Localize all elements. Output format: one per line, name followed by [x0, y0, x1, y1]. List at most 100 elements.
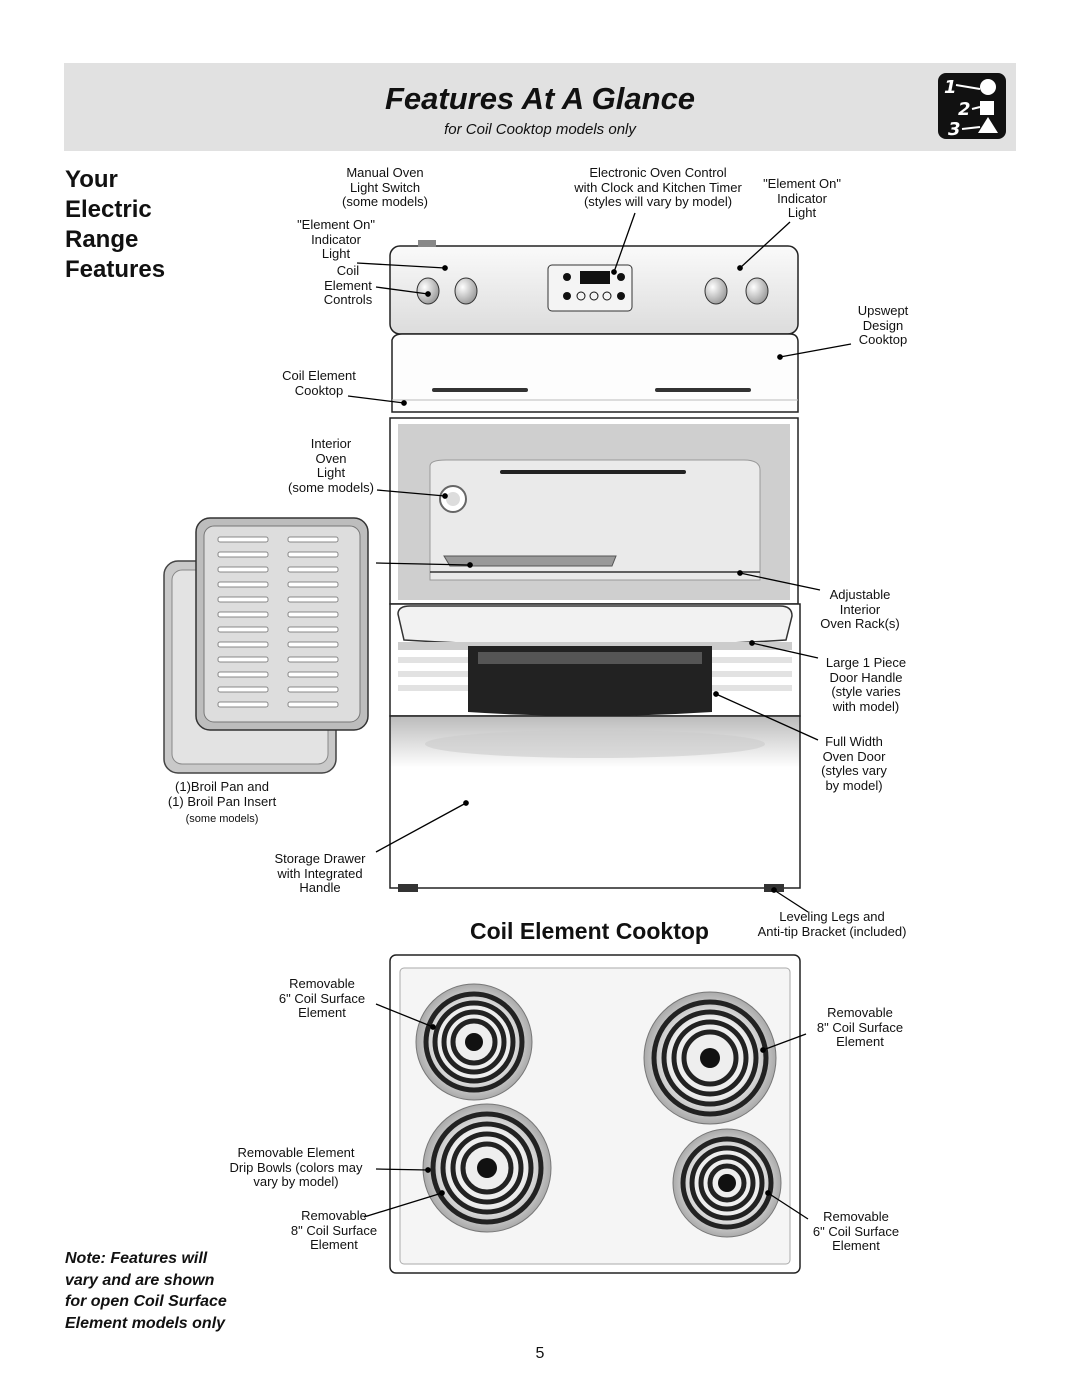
label-line: "Element On": [763, 176, 841, 191]
label-line: Coil Element: [282, 368, 356, 383]
label-line: Element: [836, 1034, 884, 1049]
label-line: Coil: [336, 263, 360, 278]
label-oven-door: Full Width Oven Door (styles vary by mod…: [812, 734, 896, 793]
label-line: Door Handle: [829, 669, 903, 685]
page-subtitle: for Coil Cooktop models only: [444, 121, 636, 138]
label-line: vary by model): [253, 1174, 339, 1189]
label-coil-element-controls: Coil Element Controls: [314, 263, 382, 308]
label-line: Interior: [310, 436, 352, 451]
coil-element-top-left: [415, 983, 533, 1101]
side-heading-line: Electric: [65, 196, 152, 223]
label-line: 6" Coil Surface: [278, 990, 366, 1006]
label-line: Removable: [823, 1209, 889, 1224]
oven-cavity: [389, 417, 799, 605]
label-top-right-element: Removable 8" Coil Surface Element: [806, 1005, 914, 1050]
label-line: with Integrated: [277, 865, 363, 881]
label-line: (some models): [342, 194, 428, 209]
label-interior-oven-light: Interior Oven Light (some models): [284, 436, 378, 495]
label-line: Removable: [289, 976, 355, 991]
side-heading-line: Your: [65, 166, 118, 193]
storage-drawer-art: [389, 715, 801, 892]
label-line: 8" Coil Surface: [290, 1222, 378, 1238]
label-element-on-left: "Element On" Indicator Light: [282, 217, 390, 262]
label-line: Large 1 Piece: [825, 655, 907, 670]
note-line: vary and are shown: [65, 1271, 215, 1289]
label-line: Element: [310, 1237, 358, 1252]
label-line: 8" Coil Surface: [816, 1019, 904, 1035]
label-line: Storage Drawer: [274, 851, 366, 866]
side-heading: Your Electric Range Features: [65, 165, 225, 285]
header-banner: Features At A Glance for Coil Cooktop mo…: [64, 63, 1016, 151]
label-line: Oven Rack(s): [820, 616, 900, 631]
steps-1-2-3-icon: 1 2 3: [938, 73, 1006, 139]
label-line: Handle: [299, 880, 341, 895]
label-line: Element: [832, 1238, 880, 1253]
burner-knobs: [416, 266, 769, 305]
note-line: Note: Features will: [65, 1250, 208, 1267]
label-line: Electronic Oven Control: [589, 165, 727, 180]
label-line: Element: [298, 1005, 346, 1020]
broil-pan-art: [163, 517, 369, 774]
label-line: Leveling Legs and: [779, 909, 885, 924]
label-line: (1)Broil Pan and: [175, 779, 269, 794]
label-line: (some models): [185, 813, 259, 825]
oven-door-art: [389, 603, 801, 717]
label-line: Upswept: [857, 303, 909, 318]
label-line: 6" Coil Surface: [812, 1223, 900, 1239]
label-leveling-legs: Leveling Legs and Anti-tip Bracket (incl…: [742, 909, 922, 939]
leader-lines: [347, 212, 852, 1220]
label-door-handle: Large 1 Piece Door Handle (style varies …: [816, 655, 916, 714]
label-line: Removable: [827, 1005, 893, 1020]
label-line: Light Switch: [349, 179, 421, 195]
label-bottom-right-element: Removable 6" Coil Surface Element: [802, 1209, 910, 1254]
label-line: Indicator: [777, 190, 827, 206]
label-line: Cooktop: [858, 332, 908, 347]
coil-element-bottom-right: [672, 1128, 782, 1238]
label-line: Light: [787, 205, 817, 220]
page-title: Features At A Glance: [384, 81, 696, 116]
label-line: by model): [825, 777, 883, 793]
svg-text:1: 1: [944, 77, 957, 98]
svg-text:2: 2: [958, 99, 971, 120]
label-line: "Element On": [297, 217, 375, 232]
label-line: (some models): [288, 479, 374, 495]
label-line: Light: [316, 465, 346, 480]
label-line: Full Width: [825, 734, 883, 749]
note-line: Element models only: [65, 1314, 226, 1332]
label-manual-light-switch: Manual Oven Light Switch (some models): [325, 165, 445, 210]
cooktop-band: [391, 333, 799, 413]
label-line: Manual Oven: [346, 165, 424, 180]
label-line: Interior: [839, 601, 881, 617]
label-line: Oven: [315, 450, 347, 466]
coil-element-top-right: [643, 991, 777, 1125]
label-broil-pan: (1)Broil Pan and (1) Broil Pan Insert (s…: [160, 779, 284, 827]
label-line: with Clock and Kitchen Timer: [574, 179, 742, 195]
label-adjustable-rack: Adjustable Interior Oven Rack(s): [812, 587, 908, 632]
side-heading-line: Range: [65, 226, 139, 253]
side-heading-line: Features: [65, 256, 166, 283]
label-line: Drip Bowls (colors may: [229, 1159, 363, 1175]
label-line: Oven Door: [822, 748, 886, 764]
label-line: Anti-tip Bracket (included): [757, 923, 907, 939]
cooktop-section-title: Coil Element Cooktop: [470, 918, 709, 944]
label-upswept-cooktop: Upswept Design Cooktop: [846, 303, 920, 348]
label-line: Removable Element: [237, 1145, 355, 1160]
control-panel: [389, 240, 799, 335]
label-line: Cooktop: [294, 382, 344, 398]
label-line: (style varies: [831, 684, 901, 699]
label-top-left-element: Removable 6" Coil Surface Element: [268, 976, 376, 1021]
label-drip-bowls: Removable Element Drip Bowls (colors may…: [216, 1145, 376, 1190]
label-line: Adjustable: [829, 587, 891, 602]
coil-element-bottom-left: [422, 1103, 552, 1233]
note-line: for open Coil Surface: [65, 1293, 227, 1310]
svg-text:3: 3: [948, 119, 961, 139]
label-line: Design: [862, 317, 904, 333]
label-line: (styles vary: [821, 763, 887, 778]
features-note: Note: Features will vary and are shown f…: [65, 1248, 325, 1334]
page-number: 5: [535, 1345, 545, 1362]
label-storage-drawer: Storage Drawer with Integrated Handle: [262, 851, 378, 896]
label-line: Removable: [301, 1208, 367, 1223]
label-electronic-oven-control: Electronic Oven Control with Clock and K…: [562, 165, 754, 210]
label-line: (1) Broil Pan Insert: [167, 793, 277, 809]
